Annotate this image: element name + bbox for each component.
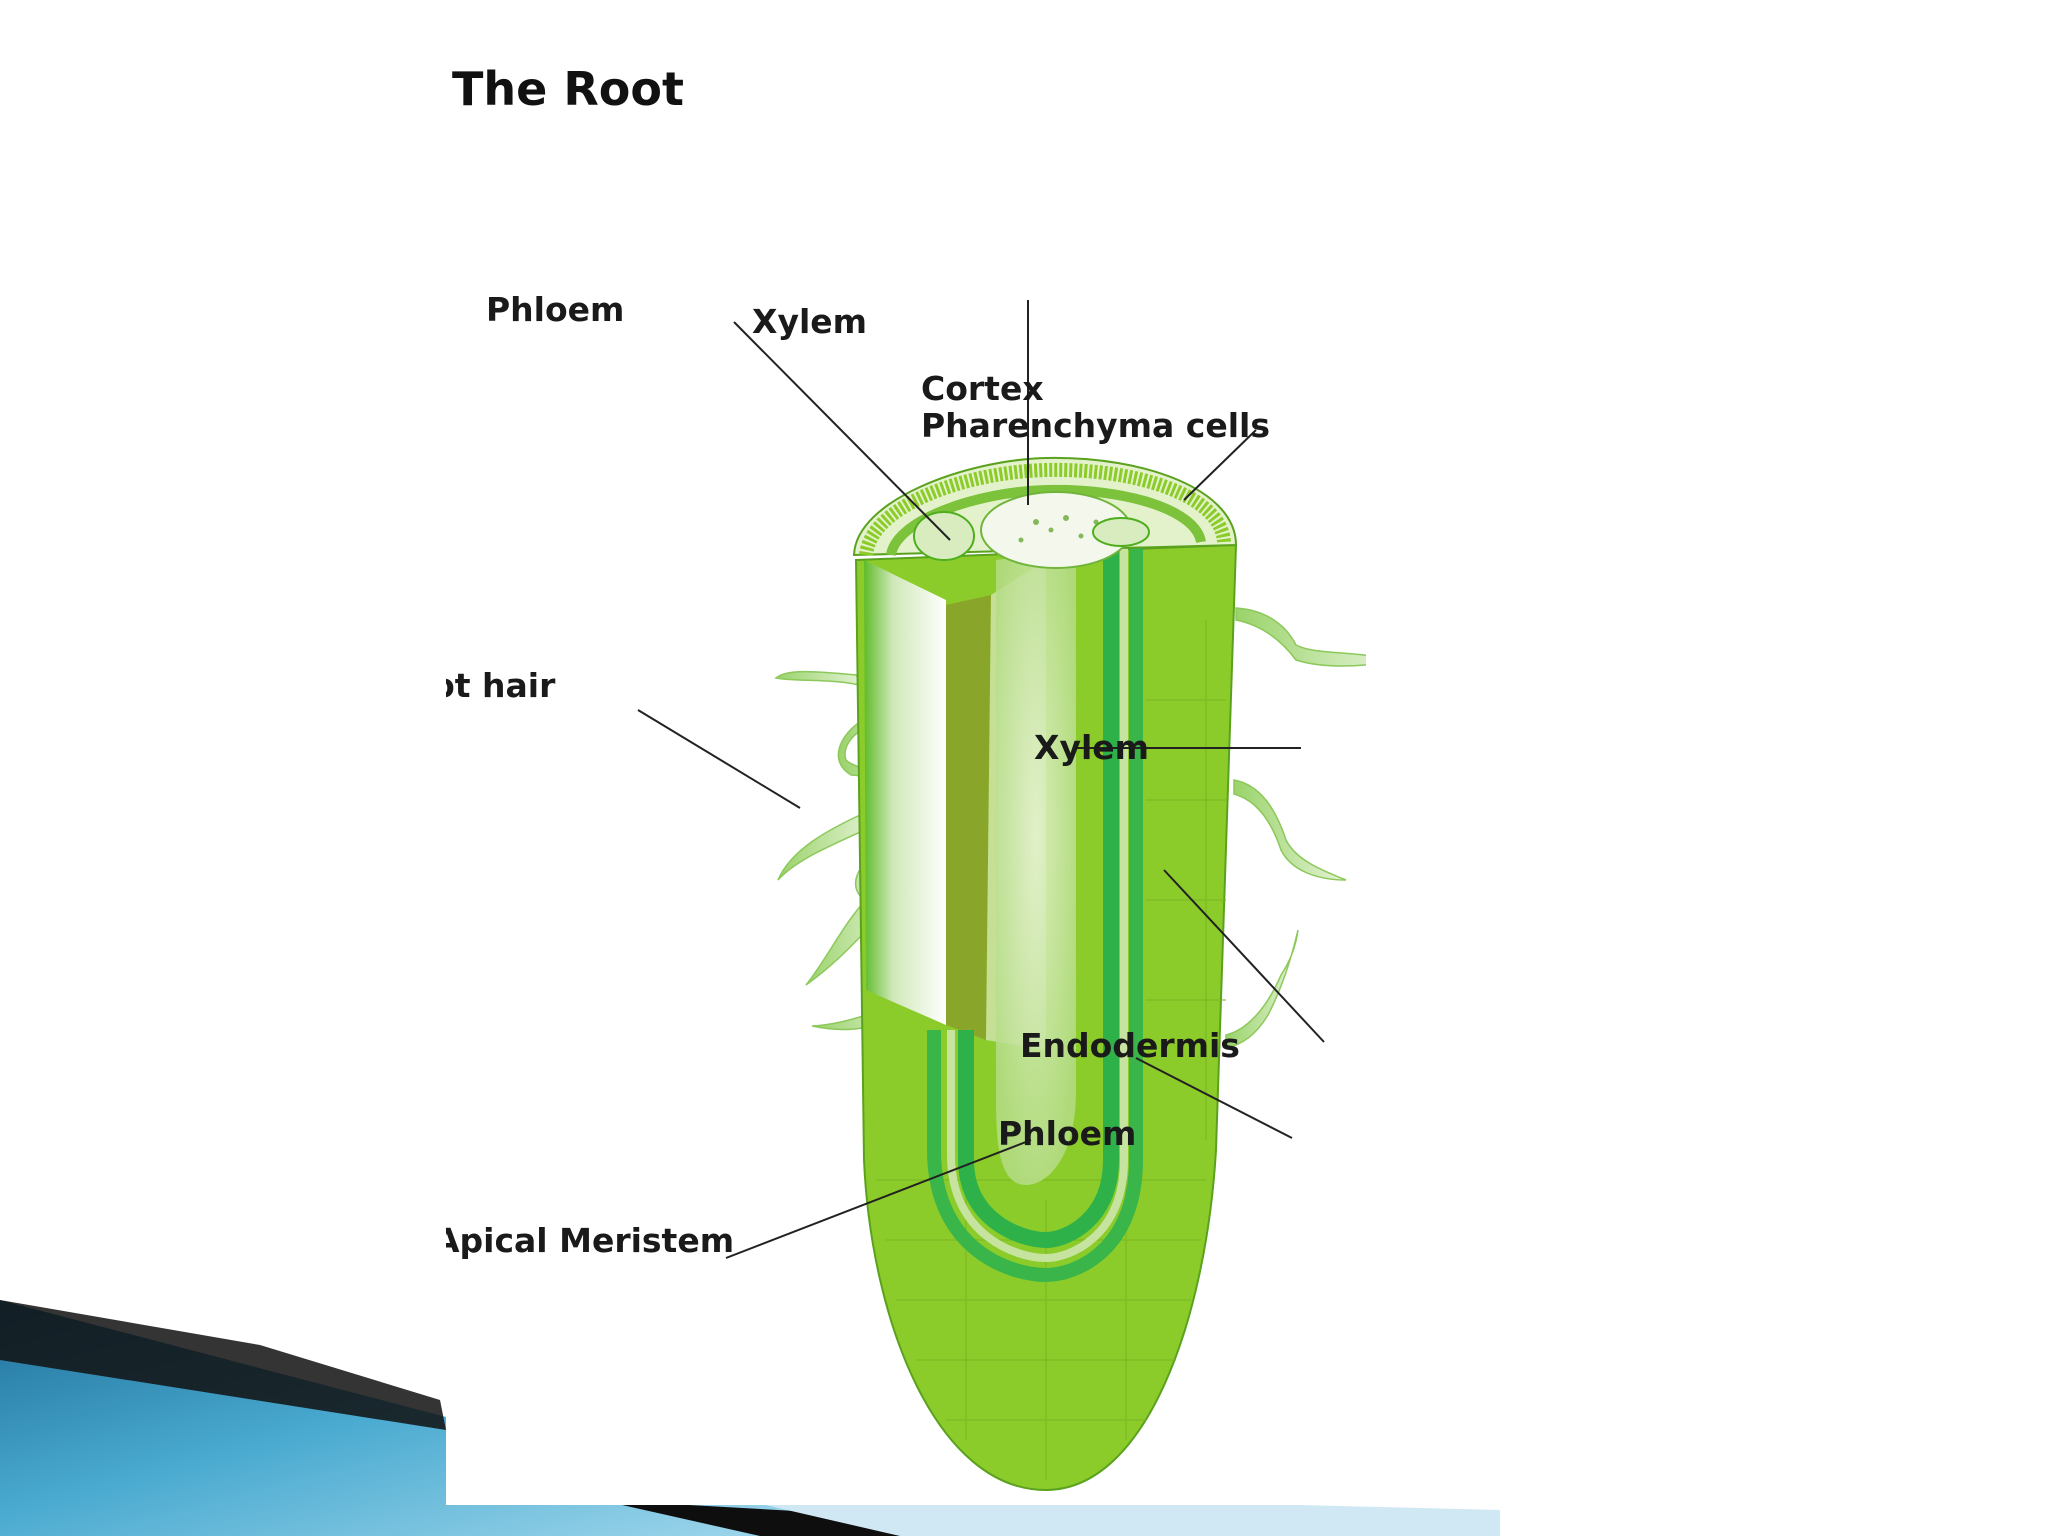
slide-title: The Root	[452, 62, 684, 116]
label-endodermis: Endodermis	[1020, 1026, 1240, 1065]
label-xylem-right: Xylem	[1034, 728, 1149, 767]
cross-section-top	[852, 456, 1238, 569]
label-apical-meristem: Apical Meristem	[446, 1221, 734, 1260]
diagram-labels: Phloem Xylem Cortex Pharenchyma cells Ro…	[446, 290, 1270, 1260]
label-cortex: Cortex	[921, 369, 1044, 408]
vascular-cylinder	[927, 545, 1143, 1283]
label-pharenchyma-cells: Pharenchyma cells	[921, 406, 1270, 445]
label-phloem-right: Phloem	[998, 1114, 1136, 1153]
figure-panel: Phloem Xylem Cortex Pharenchyma cells Ro…	[446, 200, 1366, 1505]
root-structure-diagram: Phloem Xylem Cortex Pharenchyma cells Ro…	[446, 290, 1366, 1492]
label-phloem-top: Phloem	[486, 290, 624, 329]
leader-lines	[637, 300, 1325, 1259]
label-xylem-top: Xylem	[752, 302, 867, 341]
label-root-hair: Root hair	[446, 666, 556, 705]
